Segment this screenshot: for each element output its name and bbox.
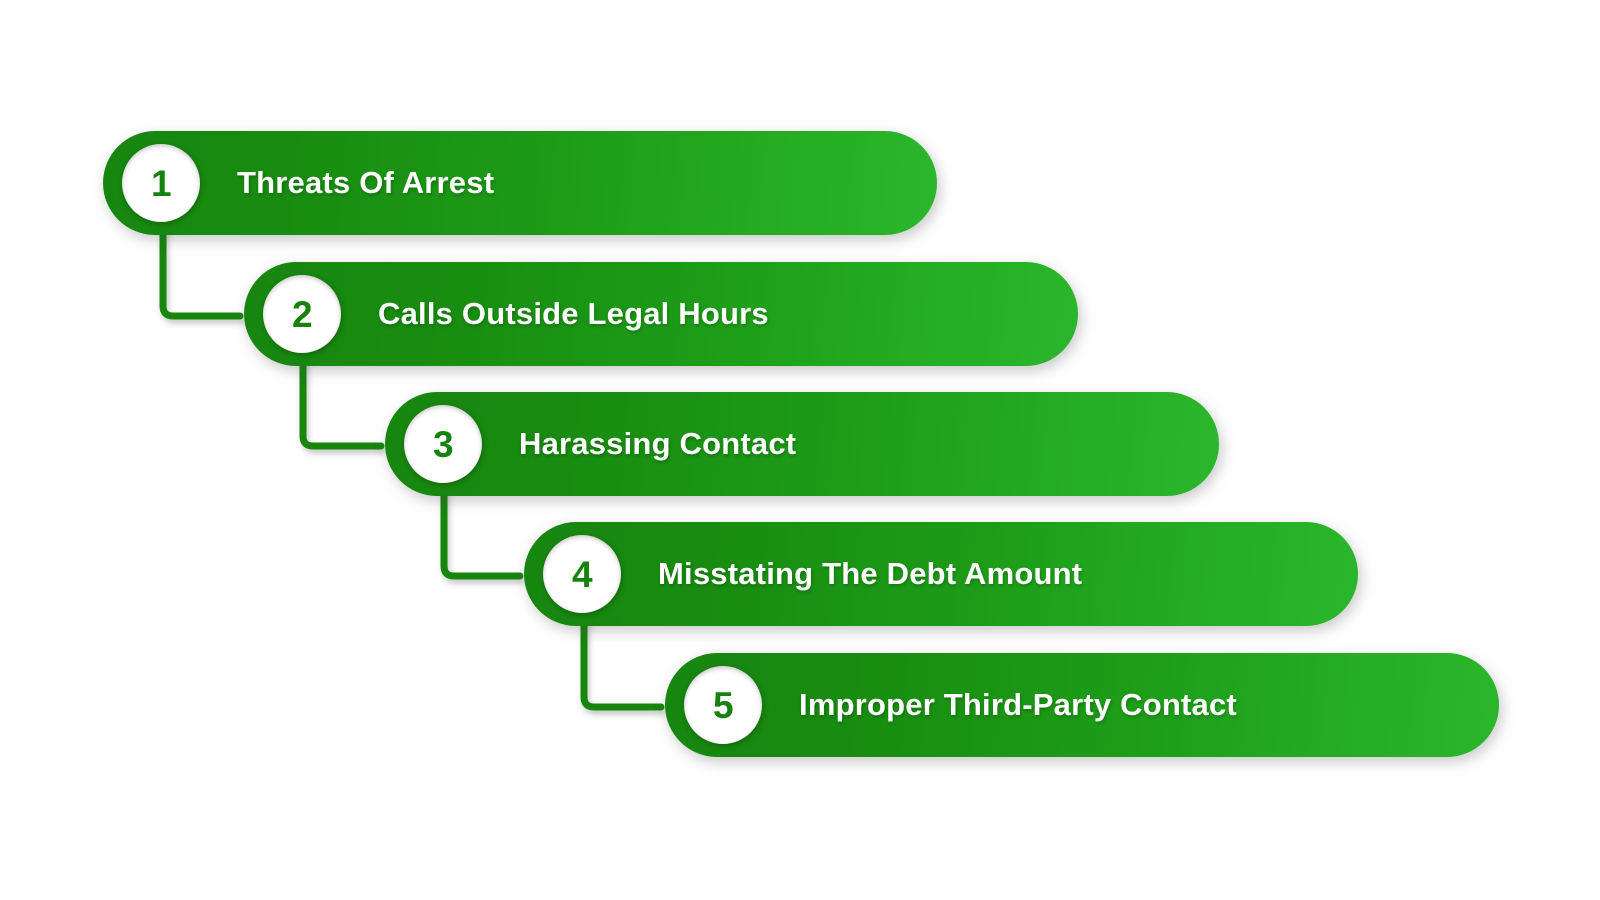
step-connector [440, 478, 524, 580]
step-bar-background [385, 392, 1219, 496]
step-label: Improper Third-Party Contact [799, 687, 1237, 722]
step-number-badge: 1 [122, 144, 200, 222]
step-connector [580, 608, 665, 711]
step-number-badge: 2 [263, 275, 341, 353]
step-label: Calls Outside Legal Hours [378, 296, 769, 331]
step-number: 1 [150, 162, 172, 204]
step-row[interactable]: 4 Misstating The Debt Amount [524, 522, 1358, 626]
step-number-badge: 3 [404, 405, 482, 483]
step-connector [159, 218, 244, 320]
step-row[interactable]: 3 Harassing Contact [385, 392, 1219, 496]
step-number-badge: 4 [543, 535, 621, 613]
step-connector [299, 348, 385, 450]
step-number: 2 [291, 293, 313, 335]
step-row[interactable]: 2 Calls Outside Legal Hours [244, 262, 1078, 366]
step-bar-background [665, 653, 1499, 757]
step-number: 5 [712, 684, 734, 726]
step-number-badge: 5 [684, 666, 762, 744]
step-label: Threats Of Arrest [237, 165, 495, 200]
step-row[interactable]: 5 Improper Third-Party Contact [665, 653, 1499, 757]
step-label: Harassing Contact [519, 426, 797, 461]
step-row[interactable]: 1 Threats Of Arrest [103, 131, 937, 235]
step-number: 3 [432, 423, 454, 465]
step-bar-background [103, 131, 937, 235]
step-label: Misstating The Debt Amount [658, 556, 1083, 591]
step-number: 4 [571, 553, 593, 595]
